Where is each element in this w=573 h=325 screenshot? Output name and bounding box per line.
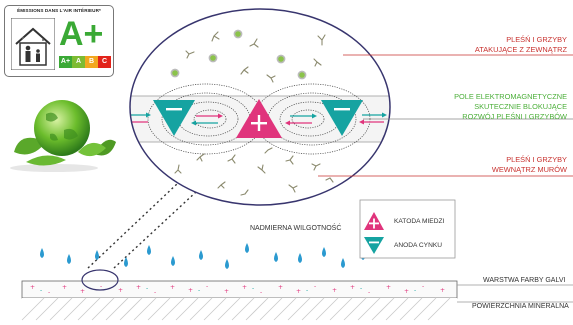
label-inside-mold-line1: PLEŚŃ I GRZYBY: [506, 155, 567, 164]
legend-cathode-label: KATODA MIEDZI: [394, 218, 445, 225]
label-em-field: POLE ELEKTROMAGNETYCZNE SKUTECZNIE BLOKU…: [454, 92, 567, 122]
badge-scale-a: A: [72, 56, 85, 68]
legend-anode-icon: [364, 237, 384, 254]
svg-text:-: -: [360, 285, 362, 292]
svg-text:+: +: [118, 287, 123, 294]
label-em-field-line1: POLE ELEKTROMAGNETYCZNE: [454, 92, 567, 101]
label-outside-mold: PLEŚŃ I GRZYBY ATAKUJĄCE Z ZEWNĄTRZ: [475, 35, 567, 55]
svg-text:+: +: [386, 284, 391, 291]
badge-grade: A+: [59, 15, 104, 53]
svg-text:+: +: [170, 284, 175, 291]
badge-scale-aplus: A+: [59, 56, 72, 68]
svg-text:-: -: [146, 285, 148, 292]
svg-text:-: -: [40, 287, 42, 294]
moisture-droplets: [40, 243, 365, 269]
svg-text:+: +: [278, 284, 283, 291]
label-em-field-line3: ROZWÓJ PLEŚNI I GRZYBÓW: [462, 112, 567, 121]
svg-text:-: -: [368, 289, 370, 296]
zoom-line-right: [113, 191, 197, 269]
legend-cathode-icon: [364, 212, 384, 230]
svg-text:-: -: [414, 287, 416, 294]
label-mineral-surface: POWIERZCHNIA MINERALNA: [472, 303, 569, 310]
legend-anode-label: ANODA CYNKU: [394, 242, 442, 249]
badge-scale-b: B: [85, 56, 98, 68]
anode-right: [321, 100, 363, 136]
svg-text:+: +: [30, 284, 35, 291]
emission-badge: ÉMISSIONS DANS L'AIR INTÉRIEUR* A+ A+ A …: [4, 5, 114, 77]
paint-charges: +-++ -++- ++-+ +-++ -++- ++-+: [30, 283, 445, 296]
leader-lines: [318, 54, 573, 177]
svg-text:+: +: [188, 287, 193, 294]
svg-text:+: +: [242, 284, 247, 291]
svg-text:+: +: [80, 288, 85, 295]
svg-text:-: -: [252, 285, 254, 292]
svg-text:+: +: [332, 287, 337, 294]
fungus-strands: [174, 31, 334, 196]
mineral-surface: [22, 298, 457, 320]
svg-text:+: +: [404, 288, 409, 295]
zoom-source-ellipse: [81, 269, 119, 291]
current-arrows: [130, 112, 387, 126]
svg-text:+: +: [350, 284, 355, 291]
svg-text:-: -: [422, 283, 424, 290]
anode-left: [153, 100, 195, 136]
svg-text:-: -: [198, 287, 200, 294]
svg-text:+: +: [296, 288, 301, 295]
svg-text:+: +: [136, 284, 141, 291]
svg-text:-: -: [154, 289, 156, 296]
badge-title: ÉMISSIONS DANS L'AIR INTÉRIEUR*: [17, 8, 101, 13]
badge-scale-c: C: [98, 56, 111, 68]
cathode-center: [236, 99, 282, 138]
svg-text:+: +: [440, 287, 445, 294]
svg-text:+: +: [62, 284, 67, 291]
zoom-ellipse: [129, 8, 391, 206]
label-em-field-line2: SKUTECZNIE BLOKUJĄCE: [474, 102, 567, 111]
svg-text:-: -: [48, 289, 50, 296]
house-family-icon: [11, 18, 55, 70]
label-paint-layer: WARSTWA FARBY GALVI: [483, 277, 566, 284]
mold-spores-outside: [170, 29, 307, 80]
zoom-line-left: [87, 182, 179, 269]
label-inside-mold-line2: WEWNĄTRZ MURÓW: [491, 165, 567, 174]
green-globe-leaves-icon: [10, 100, 116, 172]
svg-text:-: -: [314, 283, 316, 290]
svg-text:-: -: [260, 289, 262, 296]
paint-layer: [21, 280, 458, 299]
label-outside-mold-line2: ATAKUJĄCE Z ZEWNĄTRZ: [474, 45, 567, 54]
svg-text:-: -: [100, 283, 102, 290]
label-inside-mold: PLEŚŃ I GRZYBY WEWNĄTRZ MURÓW: [492, 155, 567, 175]
svg-text:+: +: [224, 288, 229, 295]
svg-text:-: -: [206, 283, 208, 290]
badge-scale: A+ A B C: [59, 56, 111, 68]
label-outside-mold-line1: PLEŚŃ I GRZYBY: [506, 35, 567, 44]
label-moisture: NADMIERNA WILGOTNOŚĆ: [250, 225, 342, 232]
svg-text:-: -: [306, 287, 308, 294]
